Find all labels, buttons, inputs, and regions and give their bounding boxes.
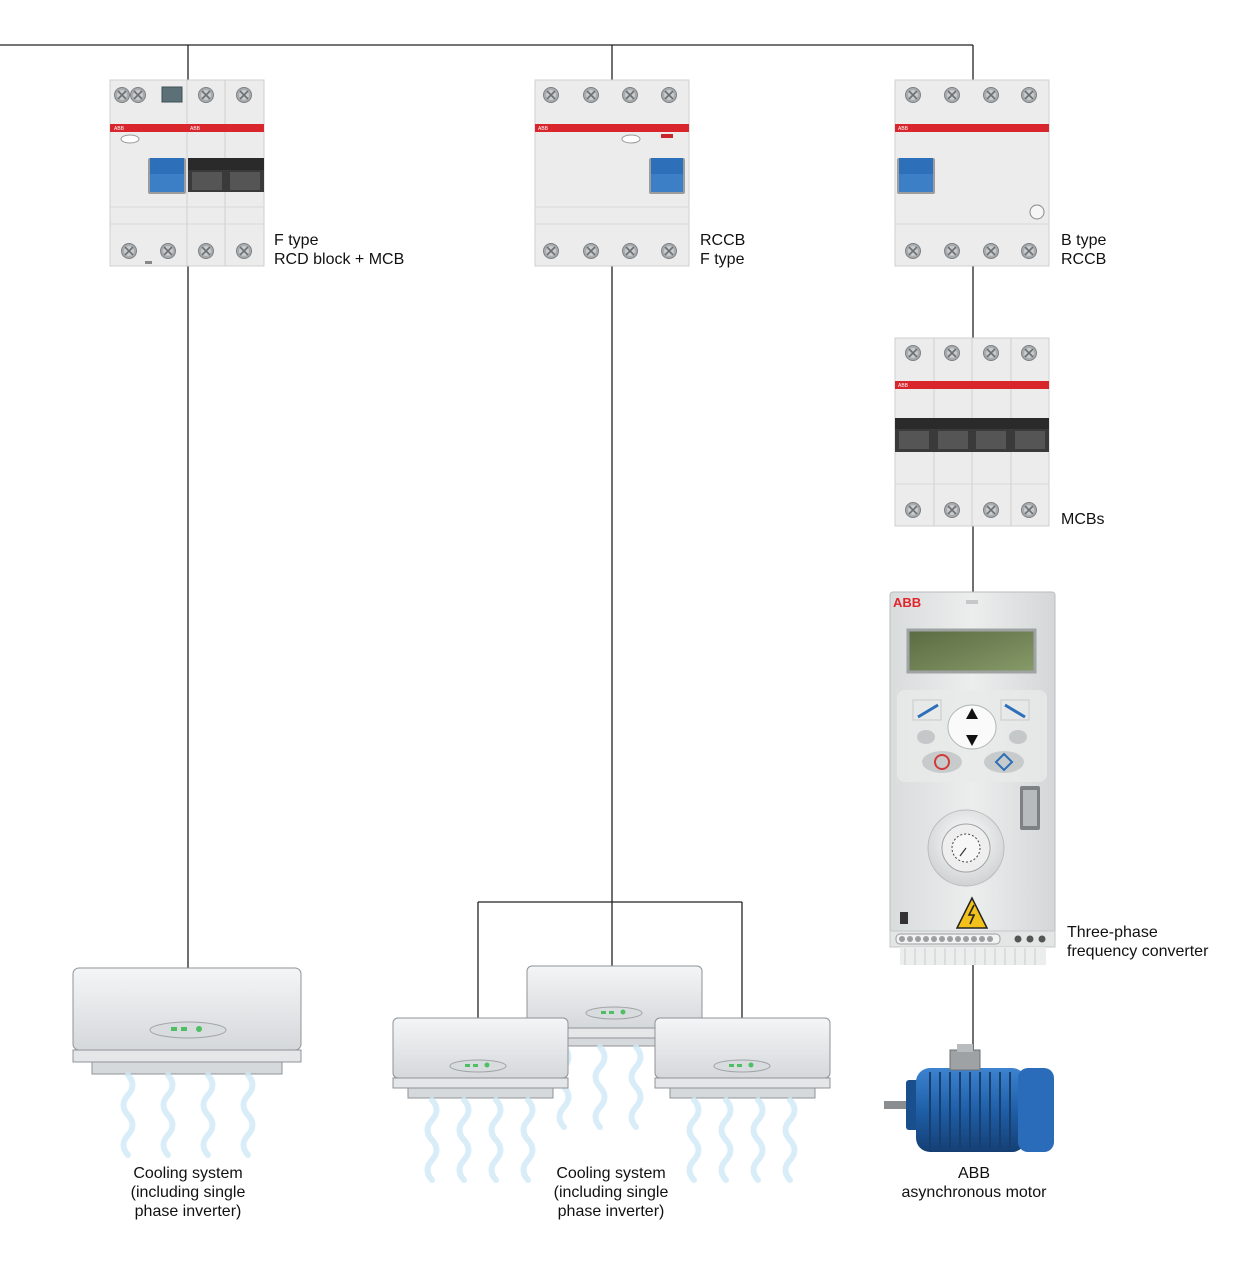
- mcbs-block: ABB: [894, 337, 1050, 527]
- label-motor: ABB asynchronous motor: [901, 1165, 1047, 1201]
- svg-text:ABB: ABB: [114, 126, 125, 132]
- rccb-b-type: ABB: [894, 79, 1050, 267]
- svg-text:ABB: ABB: [898, 383, 909, 389]
- label-frequency-converter: Three-phase frequency converter: [1067, 924, 1209, 960]
- arrow-up-icon: [966, 708, 978, 719]
- frequency-converter: ABB: [889, 591, 1056, 965]
- label-rccb-b-type: B type RCCB: [1061, 232, 1107, 268]
- label-rccb-f-type: RCCB F type: [700, 232, 746, 268]
- svg-text:ABB: ABB: [190, 126, 201, 132]
- rcd-block-mcb: ABB ABB: [109, 79, 265, 267]
- start-icon: [994, 752, 1014, 772]
- label-rcd-block-mcb: F type RCD block + MCB: [274, 232, 405, 268]
- arrow-down-icon: [966, 735, 978, 746]
- label-cooling-middle: Cooling system (including single phase i…: [553, 1165, 669, 1220]
- label-cooling-left: Cooling system (including single phase i…: [130, 1165, 246, 1220]
- cooling-units-middle: [392, 965, 831, 1180]
- rccb-f-type: ABB: [534, 79, 690, 267]
- label-mcbs: MCBs: [1061, 511, 1105, 528]
- abb-logo: ABB: [893, 595, 921, 610]
- stop-icon: [934, 754, 950, 770]
- svg-text:ABB: ABB: [538, 126, 549, 132]
- svg-text:ABB: ABB: [898, 126, 909, 132]
- wires: [0, 44, 974, 1050]
- cooling-unit-left: [72, 967, 302, 1155]
- asynchronous-motor: [884, 1044, 1054, 1152]
- warning-triangle-icon: [955, 896, 989, 929]
